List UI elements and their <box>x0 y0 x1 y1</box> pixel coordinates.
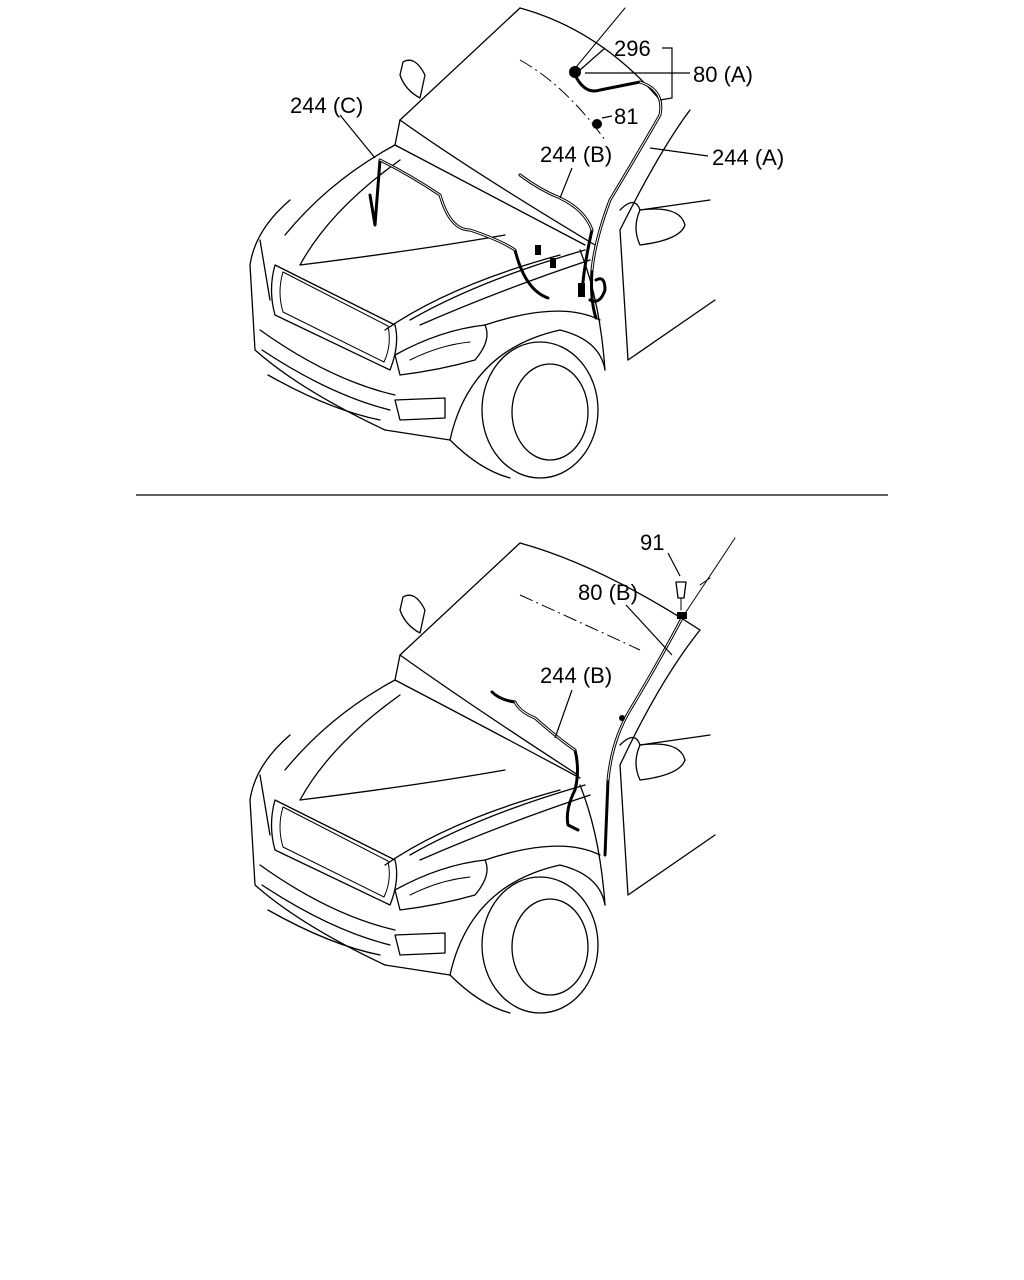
callout-91: 91 <box>640 530 664 555</box>
callout-244c: 244 (C) <box>290 93 363 118</box>
top-callouts: 296 80 (A) 81 244 (C) 244 (B) 244 (A) <box>290 36 784 170</box>
top-wiring-harness <box>368 7 663 320</box>
callout-81: 81 <box>614 104 638 129</box>
bottom-callout-leaders <box>554 552 681 739</box>
top-vehicle-drawing <box>249 7 716 479</box>
bottom-callouts: 91 80 (B) 244 (B) <box>540 530 664 688</box>
callout-80a: 80 (A) <box>693 62 753 87</box>
callout-244b-bottom: 244 (B) <box>540 663 612 688</box>
callout-80b: 80 (B) <box>578 580 638 605</box>
callout-244a: 244 (A) <box>712 145 784 170</box>
top-callout-leaders <box>339 47 709 199</box>
callout-244b-top: 244 (B) <box>540 142 612 167</box>
bottom-vehicle-drawing <box>249 542 716 1014</box>
callout-296: 296 <box>614 36 651 61</box>
bottom-wiring-harness <box>490 537 736 857</box>
